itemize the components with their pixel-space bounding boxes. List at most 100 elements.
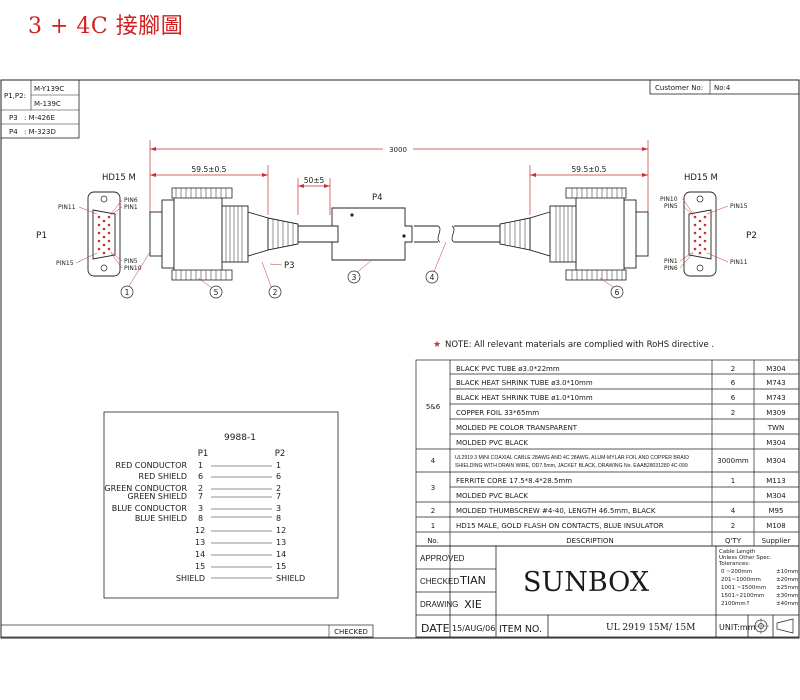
pinout-p2-pin: 6	[276, 472, 281, 481]
p1-pin-label: PIN15	[56, 260, 74, 267]
callout-5: 5	[214, 288, 219, 297]
drawn-by: XIE	[464, 598, 482, 611]
p2-pin-label: PIN15	[730, 203, 748, 210]
callout-4: 4	[430, 273, 435, 282]
part-ref-value: M-Y139C	[34, 85, 64, 93]
bom-qty: 3000mm	[717, 457, 749, 465]
tolerance-note: Unless Other Spec.	[719, 555, 772, 561]
pinout-signal: RED CONDUCTOR	[115, 461, 187, 470]
bom-desc: MOLDED PE COLOR TRANSPARENT	[456, 424, 578, 432]
tolerance-range: 201~1000mm	[721, 577, 761, 583]
bom-supplier: M743	[766, 394, 785, 402]
pinout-p2-pin: 8	[276, 514, 281, 523]
date-label: DATE	[421, 622, 450, 635]
bom-desc: BLACK PVC TUBE ø3.0*22mm	[456, 365, 560, 373]
bom-desc: BLACK HEAT SHRINK TUBE ø3.0*10mm	[456, 379, 593, 387]
p1-pin-label: PIN6	[124, 197, 138, 204]
pinout-p1-pin: SHIELD	[176, 574, 205, 583]
callout-3: 3	[352, 273, 357, 282]
pinout-signal: BLUE CONDUCTOR	[112, 504, 188, 513]
callout-6: 6	[615, 288, 620, 297]
bom-desc: BLACK HEAT SHRINK TUBE ø1.0*10mm	[456, 394, 593, 402]
bom-desc: UL2919 3 MINI COAXIAL CABLE 28AWG AND 4C…	[455, 455, 689, 461]
pinout-p1-pin: 7	[198, 492, 203, 501]
bom-table: 5&6 BLACK PVC TUBE ø3.0*22mm 2 M304 BLAC…	[415, 359, 800, 547]
callout-2: 2	[273, 288, 278, 297]
pinout-p1-pin: 15	[195, 562, 205, 571]
p2-pin-label: PIN10	[660, 196, 678, 203]
customer-value: No:4	[714, 84, 731, 92]
approved-label: APPROVED	[420, 554, 465, 563]
pinout-p2-pin: 14	[276, 550, 286, 559]
part-ref-label: P4	[9, 128, 18, 136]
bom-desc: MOLDED THUMBSCREW #4-40, LENGTH 46.5mm, …	[456, 507, 656, 515]
projection-symbol-icon	[753, 618, 794, 634]
pinout-p1-pin: 2	[198, 484, 203, 493]
item-no-value: UL 2919 15M/ 15M	[606, 623, 695, 633]
bom-item-no: 4	[431, 457, 436, 465]
p1-side-view	[149, 187, 299, 281]
tolerance-value: ±20mm	[776, 577, 798, 583]
unit-label: UNIT:mm	[719, 623, 756, 632]
dim-right-connector: 59.5±0.5	[572, 165, 607, 174]
bom-header-supplier: Supplier	[762, 537, 791, 545]
tolerance-range: 0 ~200mm	[721, 569, 752, 575]
bom-header-qty: Q'TY	[725, 537, 742, 545]
bom-supplier: M309	[766, 409, 785, 417]
checked-label: CHECKED	[420, 577, 459, 586]
pinout-signal: GREEN CONDUCTOR	[104, 484, 187, 493]
bom-item-no: 3	[431, 484, 435, 492]
bom-item-no: 5&6	[426, 403, 441, 411]
bom-item-no: 1	[431, 522, 435, 530]
drawing-label: DRAWING	[420, 600, 458, 609]
bom-desc: COPPER FOIL 33*65mm	[456, 409, 539, 417]
tolerance-value: ±40mm	[776, 601, 798, 607]
p2-type-label: HD15 M	[684, 173, 718, 183]
tolerance-range: 1001 ~1500mm	[721, 585, 766, 591]
tolerance-value: ±25mm	[776, 585, 798, 591]
bom-supplier: M304	[766, 492, 786, 500]
bom-desc: MOLDED PVC BLACK	[456, 439, 528, 447]
bom-desc: MOLDED PVC BLACK	[456, 492, 528, 500]
p2-pin-label: PIN6	[664, 265, 678, 272]
p1-pin-label: PIN5	[124, 258, 138, 265]
tolerance-value: ±30mm	[776, 593, 798, 599]
p2-front-view: HD15 M P2 PIN10 PIN5 PIN15 PIN1 PIN6 PIN…	[660, 173, 757, 277]
p4-label: P4	[372, 193, 383, 203]
bom-supplier: M95	[769, 507, 784, 515]
bom-supplier: M113	[766, 477, 785, 485]
bom-supplier: M304	[766, 439, 786, 447]
bom-qty: 4	[731, 507, 736, 515]
p2-pin-label: PIN11	[730, 259, 748, 266]
dim-label-bg	[383, 144, 413, 154]
p2-side-view	[499, 187, 649, 281]
p2-label: P2	[746, 231, 757, 241]
pinout-box: 9988-1 P1 P2 RED CONDUCTOR 1 1 RED SHIEL…	[103, 411, 339, 599]
pinout-col-p1: P1	[198, 449, 209, 459]
cable	[298, 225, 500, 243]
dim-gap: 50±5	[304, 176, 325, 185]
page-title: 3 + 4C 接腳圖	[28, 14, 184, 39]
part-ref-label: P3	[9, 114, 18, 122]
bom-qty: 2	[731, 522, 735, 530]
pinout-title: 9988-1	[224, 433, 256, 443]
note-star-icon: ★	[433, 340, 441, 350]
bom-supplier: M108	[766, 522, 785, 530]
bom-desc: FERRITE CORE 17.5*8.4*28.5mm	[456, 477, 572, 485]
pinout-p1-pin: 13	[195, 538, 205, 547]
pinout-p1-pin: 1	[198, 461, 203, 470]
pinout-signal: BLUE SHIELD	[135, 514, 187, 523]
pinout-p2-pin: 7	[276, 492, 281, 501]
part-ref-value: : M-323D	[24, 128, 56, 136]
part-ref-value: M-139C	[34, 100, 61, 108]
tolerance-range: 2100mm↑	[721, 600, 750, 607]
dimension-arrows	[150, 147, 648, 188]
pinout-p2-pin: 12	[276, 526, 286, 535]
pinout-p2-pin: 15	[276, 562, 286, 571]
p1-pin-label: PIN10	[124, 265, 142, 272]
brand-name: SUNBOX	[523, 567, 650, 598]
pinout-p1-pin: 6	[198, 472, 203, 481]
bom-supplier: TWN	[767, 424, 784, 432]
tolerance-range: 1501~2100mm	[721, 593, 764, 599]
